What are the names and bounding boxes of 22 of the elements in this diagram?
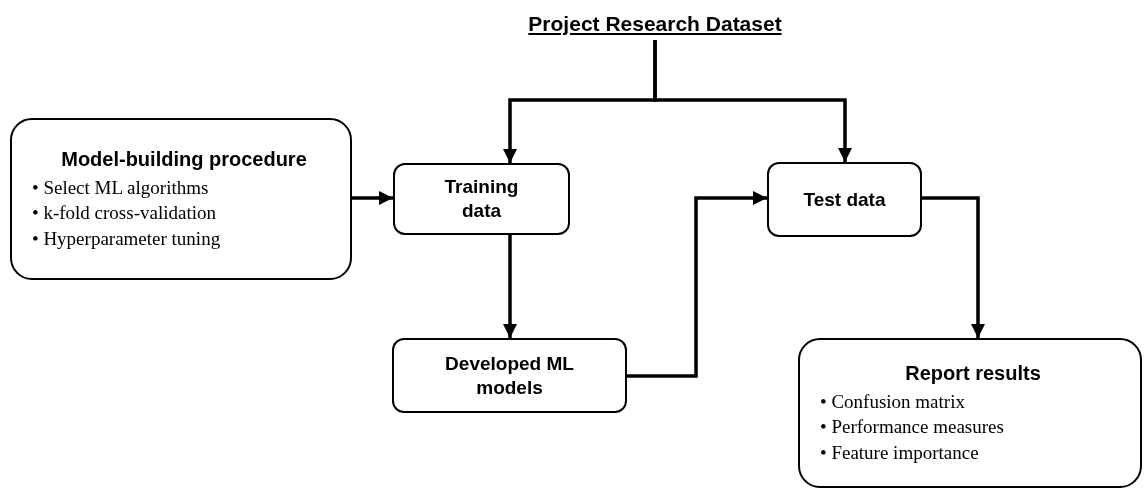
box-label: Developed ML models — [444, 351, 575, 400]
arrow — [653, 40, 852, 162]
arrow — [627, 191, 767, 378]
process-box — [10, 118, 352, 280]
process-box — [767, 162, 922, 237]
arrow — [922, 196, 985, 338]
bullet-item: • Confusion matrix — [820, 389, 966, 414]
arrow — [503, 235, 517, 338]
arrow — [352, 191, 393, 205]
process-box — [392, 338, 627, 413]
box-label: Test data — [802, 187, 887, 212]
box-heading: Report results — [904, 360, 1042, 385]
process-box — [798, 338, 1142, 488]
bullet-item: • k-fold cross-validation — [32, 201, 217, 226]
box-heading: Model-building procedure — [60, 146, 308, 171]
process-box — [393, 163, 570, 235]
bullet-item: • Performance measures — [820, 415, 1005, 440]
bullet-item: • Select ML algorithms — [32, 175, 210, 200]
bullet-item: • Hyperparameter tuning — [32, 226, 222, 251]
box-label: Training data — [443, 175, 520, 223]
bullet-item: • Feature importance — [820, 440, 980, 465]
title-text: Project Research Dataset — [528, 12, 782, 36]
